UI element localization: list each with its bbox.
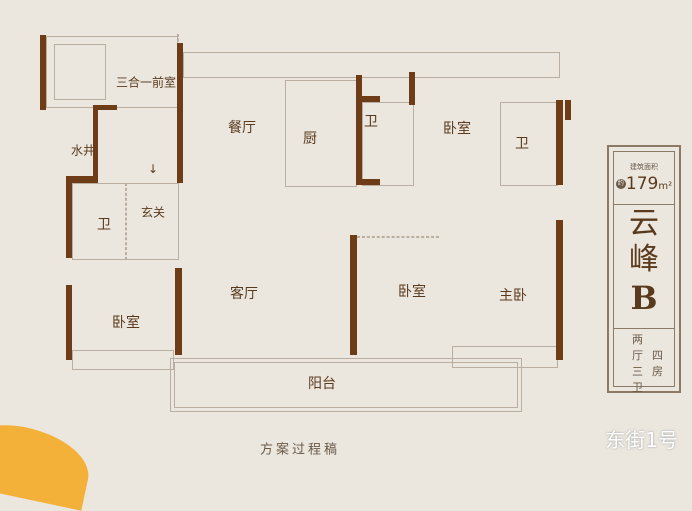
- layout-char: 四: [652, 349, 663, 362]
- bath-top-outline: [362, 102, 414, 186]
- dashed-line: [357, 236, 439, 238]
- area-value: 179: [625, 174, 659, 194]
- wall: [66, 176, 98, 183]
- room-label-anteroom: 三合一前室: [115, 75, 177, 90]
- room-label-kitchen: 厨: [303, 131, 317, 147]
- room-label-water-shaft: 水井: [70, 143, 96, 158]
- room-label-foyer: 玄关: [140, 205, 166, 220]
- area-prefix-badge: 约: [615, 179, 626, 189]
- layout-col-1: 两 厅 三 卫: [632, 332, 644, 396]
- wall: [40, 35, 46, 110]
- elevator-car: [54, 44, 106, 100]
- entry-arrow-icon: ↓: [147, 162, 159, 176]
- balcony-inner: [174, 362, 518, 408]
- layout-col-2: 四 房: [652, 348, 664, 380]
- wall: [175, 268, 182, 355]
- wall: [66, 176, 72, 258]
- wall: [565, 100, 571, 120]
- decorative-blob: [0, 415, 96, 511]
- draft-caption: 方案过程稿: [259, 442, 341, 458]
- wall: [409, 72, 415, 105]
- unit-name-1: 云: [629, 206, 659, 241]
- room-label-bedroom-mid: 卧室: [398, 284, 426, 300]
- dashed-line: [125, 183, 127, 260]
- wall: [93, 105, 98, 183]
- window-master: [452, 346, 558, 368]
- kitchen-counter: [285, 80, 357, 187]
- bath-right-outline: [500, 102, 558, 186]
- room-label-master: 主卧: [499, 288, 527, 304]
- room-label-bath-right: 卫: [515, 136, 529, 152]
- room-label-bath-left: 卫: [97, 217, 111, 233]
- room-label-bedroom-top: 卧室: [443, 121, 471, 137]
- room-label-living: 客厅: [230, 286, 258, 302]
- area-unit: m²: [658, 181, 673, 192]
- room-label-balcony: 阳台: [308, 376, 336, 392]
- unit-name-2: 峰: [629, 242, 659, 277]
- wall: [356, 96, 380, 102]
- wall: [356, 179, 380, 185]
- layout-char: 房: [652, 365, 663, 378]
- wall: [556, 100, 563, 185]
- layout-char: 三: [632, 365, 643, 378]
- balcony-outline: [170, 358, 522, 412]
- wall: [93, 105, 117, 110]
- window-left: [72, 350, 174, 370]
- wall: [356, 75, 362, 185]
- room-label-bath-top: 卫: [364, 114, 378, 130]
- window-strip: [183, 52, 560, 78]
- room-label-dining: 餐厅: [228, 120, 256, 136]
- unit-name-3: B: [630, 279, 658, 317]
- wall: [350, 235, 357, 355]
- area-label: 建筑面积: [630, 163, 658, 171]
- layout-char: 卫: [632, 381, 643, 394]
- layout-char: 两: [632, 333, 643, 346]
- layout-char: 厅: [632, 349, 643, 362]
- room-label-bedroom-left: 卧室: [112, 315, 140, 331]
- watermark: 东街1号: [605, 428, 678, 452]
- wall: [66, 285, 72, 360]
- wall: [177, 43, 183, 183]
- wall: [556, 220, 563, 360]
